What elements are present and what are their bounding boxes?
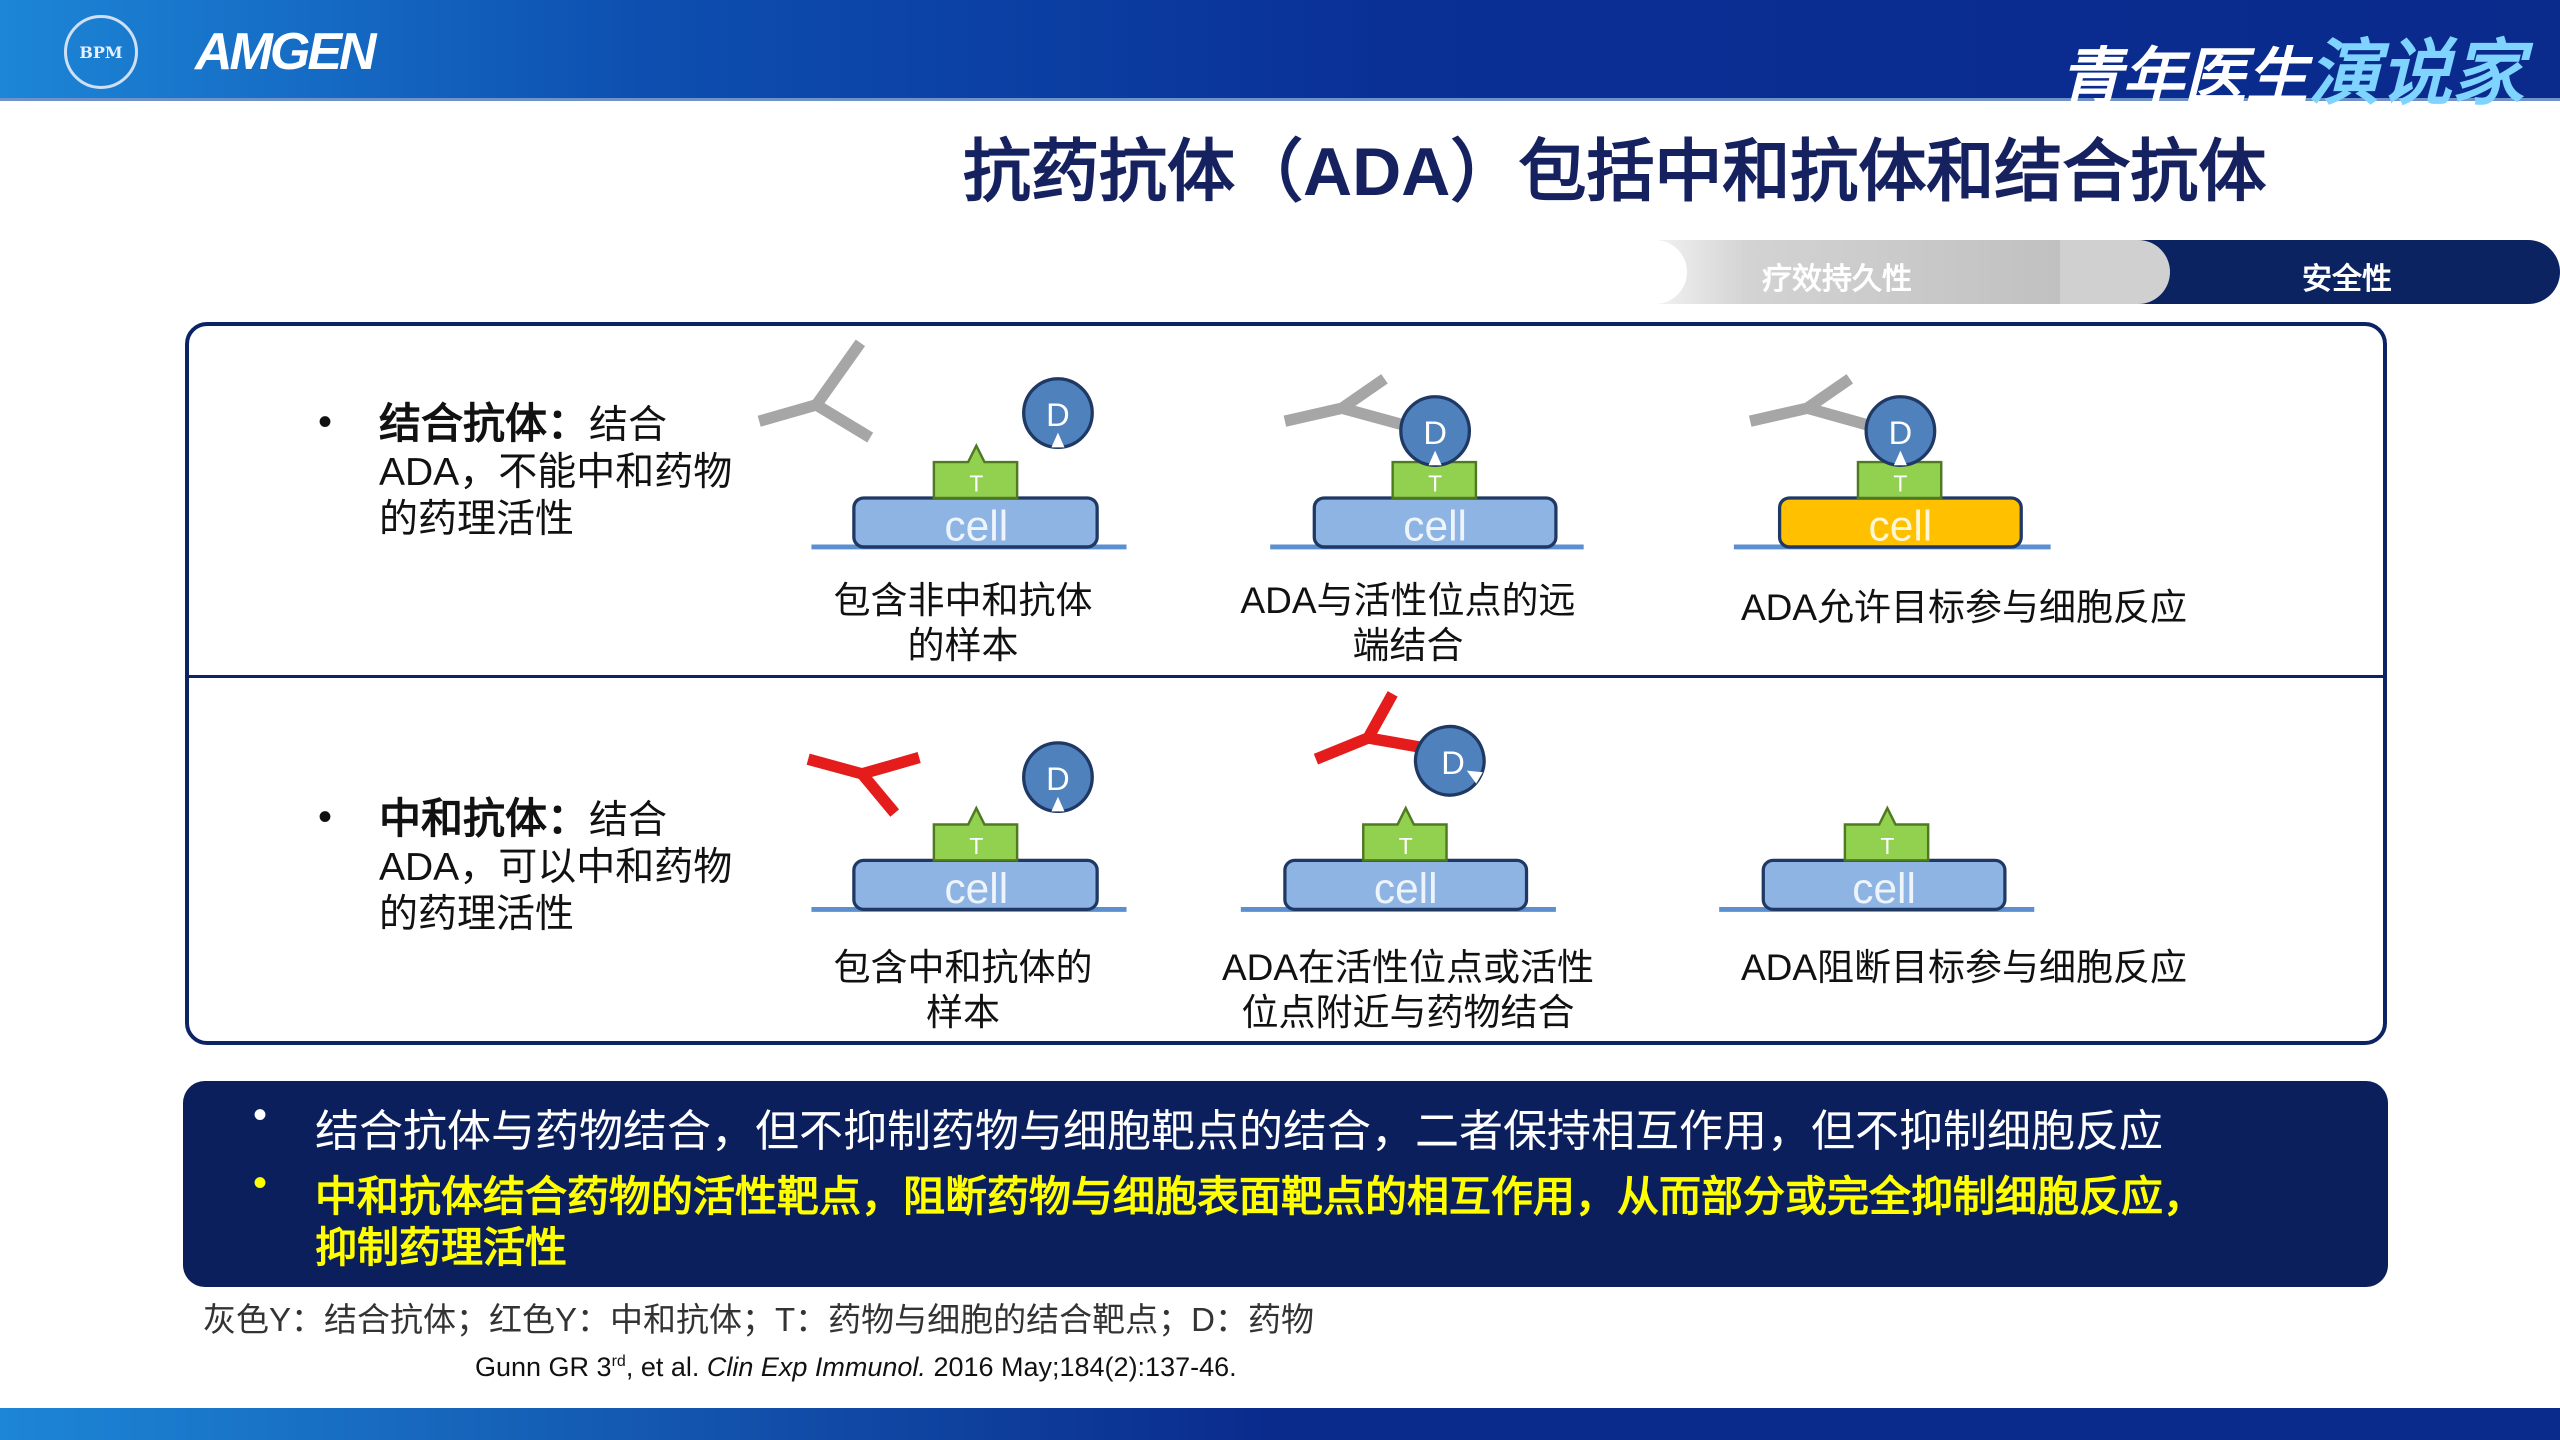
citation-details: 2016 May;184(2):137-46. xyxy=(925,1352,1237,1382)
cell-label: cell xyxy=(1403,502,1467,549)
brand-part2: 演说家 xyxy=(2307,34,2524,114)
summary-line-neutralizing-cont: 抑制药理活性 xyxy=(315,1224,568,1271)
ribbon-item-efficacy: 疗效持久性 xyxy=(1617,240,2137,304)
slide-title: 抗药抗体（ADA）包括中和抗体和结合抗体 xyxy=(963,134,2267,210)
target-icon xyxy=(932,442,1019,500)
cell-label: cell xyxy=(944,865,1008,912)
target-label: T xyxy=(1428,470,1442,496)
desc: 结合ADA，不能中和药物的药理活性 xyxy=(379,404,733,541)
binding-antibody-icon xyxy=(1748,374,1880,434)
header-banner: BPM AMGEN 青年医生演说家 xyxy=(0,0,2560,114)
binding-antibody-icon xyxy=(1283,374,1416,434)
diagram-nonneutralizing-sample: cell T D xyxy=(757,339,1127,549)
diagram-neutralizing-sample: cell T D xyxy=(806,741,1127,912)
term: 结合抗体： xyxy=(379,400,590,447)
drug-icon: D xyxy=(1022,741,1094,814)
drug-label: D xyxy=(1423,414,1447,451)
caption: ADA与活性位点的远端结合 xyxy=(1240,580,1576,666)
cell-label: cell xyxy=(944,502,1008,549)
bullet: • xyxy=(318,400,333,444)
bullet: • xyxy=(318,795,333,839)
cell-label: cell xyxy=(1852,865,1916,912)
footer-bar xyxy=(0,1408,2560,1440)
target-label: T xyxy=(969,470,983,496)
target-label: T xyxy=(1893,470,1907,496)
brand-part1: 青年医生 xyxy=(2059,43,2308,112)
neutralizing-antibody-text: 中和抗体：结合ADA，可以中和药物的药理活性 xyxy=(379,795,739,938)
diagram-target-engaged: cell T D xyxy=(1733,374,2051,549)
citation-authors: Gunn GR 3 xyxy=(475,1352,612,1382)
caption: ADA在活性位点或活性位点附近与药物结合 xyxy=(1221,947,1595,1033)
target-label: T xyxy=(1880,833,1894,859)
diagram-active-site-binding: cell T D xyxy=(1240,691,1556,912)
ribbon-item-safety: 安全性 xyxy=(2060,240,2560,304)
drug-label: D xyxy=(1046,760,1070,797)
neutralizing-antibody-icon xyxy=(1313,691,1425,765)
summary-line-binding: 结合抗体与药物结合，但不抑制药物与细胞靶点的结合，二者保持相互作用，但不抑制细胞… xyxy=(315,1107,2163,1156)
drug-icon: D xyxy=(1864,395,1937,467)
citation-journal: Clin Exp Immunol. xyxy=(706,1352,926,1382)
citation: Gunn GR 3rd, et al. Clin Exp Immunol. 20… xyxy=(475,1352,1237,1383)
ribbon-label: 安全性 xyxy=(2302,263,2392,296)
cell-label: cell xyxy=(1374,865,1438,912)
diagram-target-blocked: cell T xyxy=(1719,805,2035,912)
diagram-panel xyxy=(185,322,2387,1045)
drug-label: D xyxy=(1441,744,1465,781)
panel-divider xyxy=(189,675,2383,678)
caption: 包含非中和抗体的样本 xyxy=(833,580,1093,666)
drug-label: D xyxy=(1889,414,1913,451)
diagram-distal-binding: cell T D xyxy=(1270,374,1584,549)
cell-label: cell xyxy=(1869,502,1933,549)
citation-sup: rd xyxy=(611,1353,626,1370)
caption: 包含中和抗体的样本 xyxy=(833,947,1093,1033)
term: 中和抗体： xyxy=(379,795,590,842)
binding-antibody-text: 结合抗体：结合ADA，不能中和药物的药理活性 xyxy=(379,400,739,543)
legend-note: 灰色Y：结合抗体；红色Y：中和抗体；T：药物与细胞的结合靶点；D：药物 xyxy=(203,1301,1315,1338)
binding-antibody-icon xyxy=(757,339,874,443)
drug-icon: D xyxy=(1022,377,1094,449)
bullet: • xyxy=(253,1161,268,1205)
bullet: • xyxy=(253,1093,268,1137)
drug-icon: D xyxy=(1399,395,1472,467)
summary-line-neutralizing: 中和抗体结合药物的活性靶点，阻断药物与细胞表面靶点的相互作用，从而部分或完全抑制… xyxy=(315,1173,2206,1220)
citation-etal: , et al. xyxy=(625,1352,707,1382)
amgen-logo: AMGEN xyxy=(195,23,377,81)
bpm-logo: BPM xyxy=(64,15,138,89)
target-icon xyxy=(1362,805,1448,862)
target-label: T xyxy=(1399,833,1413,859)
summary-box: • 结合抗体与药物结合，但不抑制药物与细胞靶点的结合，二者保持相互作用，但不抑制… xyxy=(183,1081,2388,1287)
target-icon xyxy=(1843,805,1930,862)
ribbon-label: 疗效持久性 xyxy=(1762,263,1912,296)
neutralizing-antibody-icon xyxy=(806,752,921,817)
desc: 结合ADA，可以中和药物的药理活性 xyxy=(379,799,733,936)
target-label: T xyxy=(969,833,983,859)
caption: ADA允许目标参与细胞反应 xyxy=(1740,587,2188,628)
drug-label: D xyxy=(1046,396,1070,433)
target-icon xyxy=(932,805,1019,862)
brand-logo: 青年医生演说家 xyxy=(2060,14,2524,119)
caption: ADA阻断目标参与细胞反应 xyxy=(1740,947,2188,988)
